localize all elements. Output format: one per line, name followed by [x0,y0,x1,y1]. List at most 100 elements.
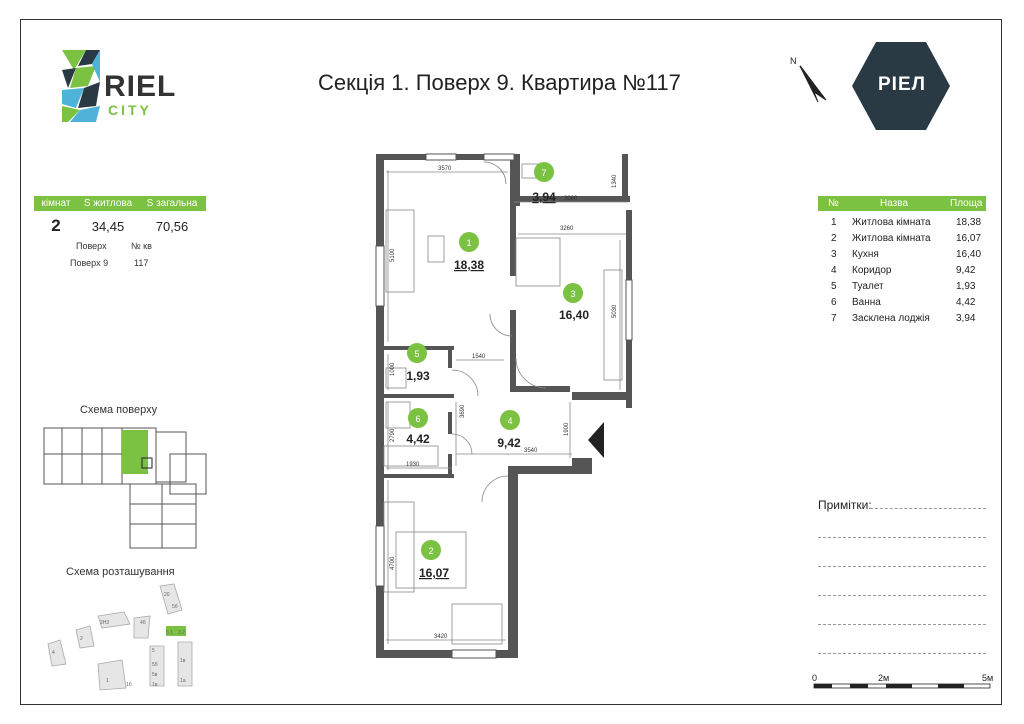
room-name: Житлова кімната [852,217,931,228]
room-table-row: 4 Коридор 9,42 [818,265,988,281]
room-name: Житлова кімната [852,233,931,244]
room-area: 18,38 [956,217,982,228]
room-name: Туалет [852,281,884,292]
site-scheme-label: Схема розташування [66,566,175,578]
dimension-label: 3570 [438,166,452,172]
dimension-label: 3080 [564,196,578,202]
apt-label: № кв [131,241,152,251]
summary-header-living: S житлова [83,198,133,209]
site-label: 5б [152,662,158,668]
room-badge [563,283,583,303]
summary-header-total: S загальна [146,198,198,209]
room-area: 9,42 [956,265,976,276]
notes-label: Примітки: [818,498,872,512]
room-area: 3,94 [956,313,976,324]
room-area: 4,42 [406,432,430,446]
site-building-labels: 20 5б 4б 2Н3 3.1 3.2 2 4 1 1б 1в 5 5б 5в… [52,592,186,688]
site-scheme-map: 20 5б 4б 2Н3 3.1 3.2 2 4 1 1б 1в 5 5б 5в… [47,583,193,691]
room-area: 1,93 [956,281,976,292]
dimension-label: 1000 [390,362,396,376]
room-badge [407,343,427,363]
room-area: 4,42 [956,297,976,308]
dimension-label: 1900 [564,422,570,436]
room-number: 2 [428,546,433,556]
notes-line [818,566,986,567]
room-number: 1 [831,217,837,228]
room-number: 1 [466,238,471,248]
rt-header-area: Площа [950,198,983,209]
notes-line [818,624,986,625]
rt-header-name: Назва [880,198,909,209]
notes-line [818,537,986,538]
notes-line [818,595,986,596]
floor-scheme-map [43,427,207,549]
brand-name: RIEL [104,70,177,103]
room-badge [500,410,520,430]
total-area: 70,56 [155,219,189,234]
page-frame [20,19,1002,705]
room-number: 7 [541,168,546,178]
summary-values: 2 34,45 70,56 [34,216,206,236]
scale-zero: 0 [812,673,817,683]
dimension-label: 1340 [612,174,618,188]
site-label: 2Н3 [100,620,109,626]
room-number: 6 [415,414,420,424]
scale-bar: 0 2м 5м [812,673,993,689]
dimension-label: 5100 [390,248,396,262]
site-label: 1в [152,682,158,688]
site-label: 1а [180,678,186,684]
room-number: 3 [570,289,575,299]
room-number: 4 [507,416,512,426]
room-area: 3,94 [532,190,556,204]
dimension-label: 3420 [434,634,448,640]
floor-scheme-label: Схема поверху [80,404,158,416]
site-label: 5в [152,672,158,678]
site-label: 2 [80,636,83,642]
site-label: 20 [164,592,170,598]
dimension-label: 4700 [390,556,396,570]
living-area: 34,45 [91,219,125,234]
room-table-row: 1 Житлова кімната 18,38 [818,217,988,233]
riel-city-logo [62,50,100,122]
north-arrow-icon: N [790,56,827,103]
page-title: Секція 1. Поверх 9. Квартира №117 [318,70,681,95]
site-label: 3.2 [178,630,185,636]
brand-sub: CITY [108,102,152,118]
dimension-label: 1930 [406,462,420,468]
summary-header: кімнат S житлова S загальна [34,196,206,211]
room-badge [421,540,441,560]
room-badge [534,162,554,182]
room-area: 16,40 [956,249,982,260]
rt-header-num: № [828,198,839,209]
room-area: 16,07 [956,233,982,244]
room-badge [408,408,428,428]
north-label: N [790,56,797,66]
site-label: 3.1 [166,630,173,636]
room-area: 16,07 [419,566,449,580]
site-label: 4 [52,650,55,656]
scale-end: 5м [982,673,993,683]
site-label: 5б [172,604,178,610]
dimension-label: 2790 [390,428,396,442]
dimension-label: 5030 [612,304,618,318]
room-name: Коридор [852,265,892,276]
dimension-label: 3540 [524,448,538,454]
room-area: 1,93 [406,369,430,383]
site-label: 1б [126,682,132,688]
floor-value: Поверх 9 [70,258,109,268]
dimension-label: 3690 [460,404,466,418]
notes-line [818,653,986,654]
site-label: 4б [140,620,146,626]
room-area: 18,38 [454,258,484,272]
dimension-label: 3260 [560,226,574,232]
entrance-arrow-icon [588,422,604,458]
room-number: 4 [831,265,837,276]
summary-header-rooms: кімнат [41,198,71,209]
room-number: 6 [831,297,837,308]
room-number: 7 [831,313,837,324]
room-number: 5 [414,349,419,359]
